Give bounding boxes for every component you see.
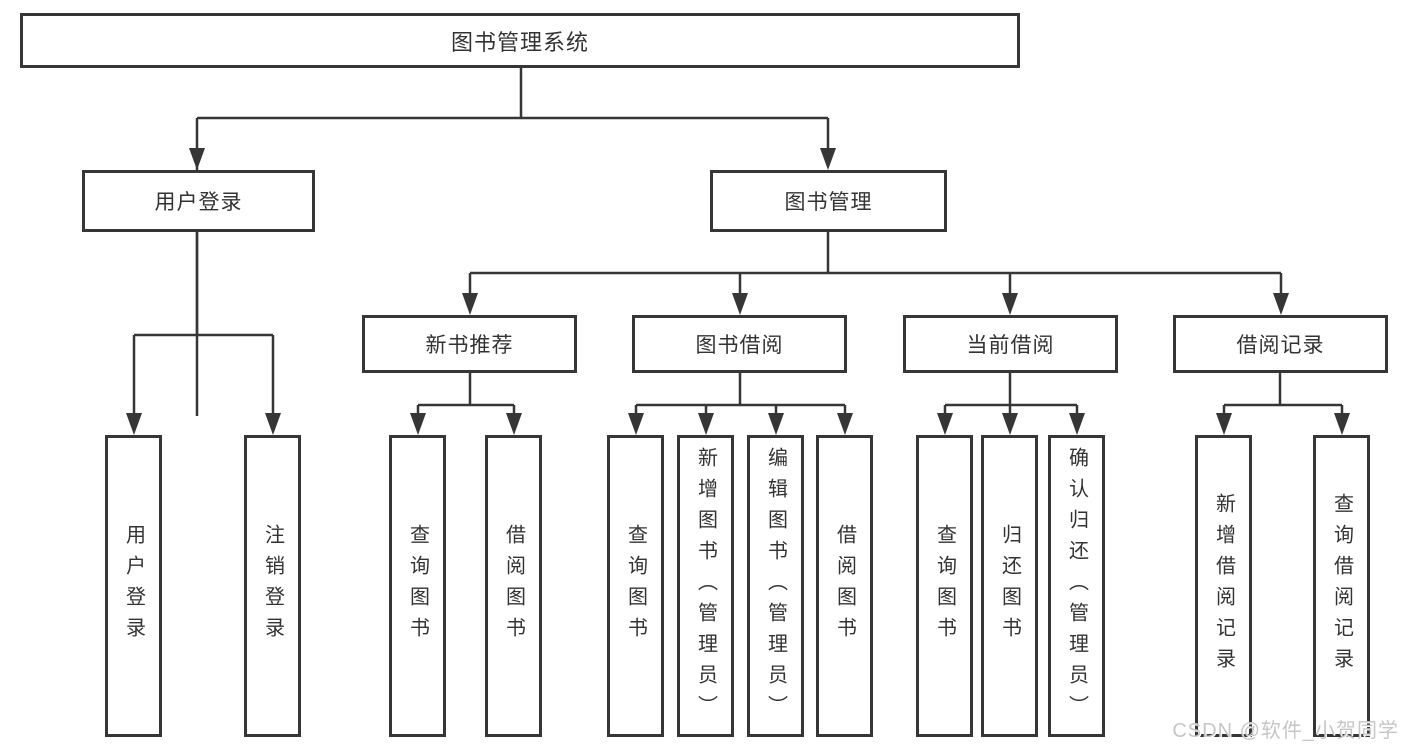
leaf-label: 新增借阅记录 [1212, 493, 1235, 679]
connector-book-borrow-to-leaves [634, 373, 847, 415]
node-new-book-recommend: 新书推荐 [362, 315, 577, 373]
node-label: 新书推荐 [425, 334, 514, 357]
leaf-user-login: 用户登录 [105, 435, 162, 737]
node-label: 用户登录 [154, 191, 243, 214]
connector-user-login-to-leaves [132, 232, 275, 415]
arrowheads-level2 [189, 148, 836, 170]
arrowheads-book-borrow-leaves [628, 413, 853, 435]
leaf-bb-borrow-books: 借阅图书 [816, 435, 873, 737]
leaf-label: 新增图书（管理员） [694, 446, 717, 726]
leaf-label: 借阅图书 [502, 524, 525, 648]
node-borrow-records: 借阅记录 [1173, 315, 1388, 373]
leaf-label: 注销登录 [261, 524, 284, 648]
leaf-label: 借阅图书 [833, 524, 856, 648]
arrowheads-borrow-records-leaves [1216, 413, 1350, 435]
leaf-bb-query-books: 查询图书 [607, 435, 664, 737]
leaf-label: 查询借阅记录 [1330, 493, 1353, 679]
leaf-label: 归还图书 [998, 524, 1021, 648]
node-root-library-system: 图书管理系统 [20, 13, 1020, 68]
leaf-br-query-record: 查询借阅记录 [1313, 435, 1370, 737]
leaf-label: 编辑图书（管理员） [764, 446, 787, 726]
leaf-label: 用户登录 [122, 524, 145, 648]
arrowheads-level3 [462, 293, 1289, 315]
csdn-watermark: CSDN @软件_小贺同学 [1172, 720, 1399, 742]
leaf-label: 确认归还（管理员） [1065, 446, 1088, 726]
node-book-borrow: 图书借阅 [632, 315, 847, 373]
connector-book-mgmt-to-level3 [468, 232, 1283, 295]
leaf-br-add-record: 新增借阅记录 [1195, 435, 1252, 737]
leaf-cb-confirm-return-admin: 确认归还（管理员） [1048, 435, 1105, 737]
leaf-nb-query-books: 查询图书 [389, 435, 446, 737]
arrowheads-current-borrow-leaves [937, 413, 1085, 435]
node-current-borrow: 当前借阅 [903, 315, 1118, 373]
leaf-label: 查询图书 [933, 524, 956, 648]
connector-current-borrow-to-leaves [943, 373, 1079, 415]
leaf-label: 查询图书 [406, 524, 429, 648]
arrowheads-user-login-leaves [126, 413, 281, 435]
leaf-bb-edit-books-admin: 编辑图书（管理员） [747, 435, 804, 737]
node-book-management: 图书管理 [710, 170, 947, 232]
connector-new-books-to-leaves [416, 373, 516, 415]
leaf-cb-return-books: 归还图书 [981, 435, 1038, 737]
connector-root-to-level2 [195, 68, 830, 416]
leaf-nb-borrow-books: 借阅图书 [485, 435, 542, 737]
node-label: 借阅记录 [1236, 334, 1325, 357]
arrowheads-new-books-leaves [410, 413, 522, 435]
node-label: 图书管理 [784, 191, 873, 214]
node-label: 当前借阅 [966, 334, 1055, 357]
leaf-label: 查询图书 [624, 524, 647, 648]
leaf-cb-query-books: 查询图书 [916, 435, 973, 737]
connector-borrow-records-to-leaves [1222, 373, 1344, 415]
node-label: 图书管理系统 [450, 29, 589, 55]
node-label: 图书借阅 [695, 334, 784, 357]
leaf-logout: 注销登录 [244, 435, 301, 737]
node-user-login: 用户登录 [82, 170, 315, 232]
leaf-bb-add-books-admin: 新增图书（管理员） [677, 435, 734, 737]
